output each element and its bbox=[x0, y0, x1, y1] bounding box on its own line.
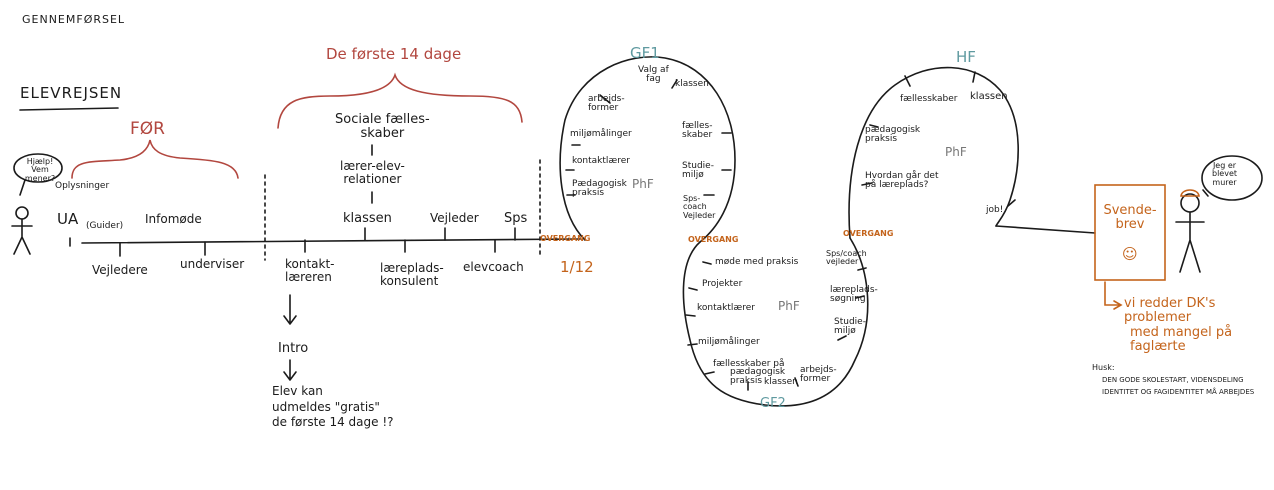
label-klassen: klassen bbox=[343, 211, 392, 226]
label-oplysning: Oplysninger bbox=[55, 181, 110, 191]
gf2-spscoach: Sps/coach vejleder bbox=[826, 249, 867, 267]
speech-bubble bbox=[13, 153, 63, 183]
hf-faellesskaber: fællesskaber bbox=[900, 94, 958, 104]
label-kontaktlaerer: kontakt- læreren bbox=[285, 257, 335, 284]
timeline-axis bbox=[81, 238, 581, 244]
gf2-faellesskaber: fællesskaber på bbox=[713, 359, 785, 369]
phase-first14: De første 14 dage bbox=[326, 45, 462, 63]
gf1-spscoach: Sps- coach Vejleder bbox=[683, 194, 716, 220]
svendebrev-card bbox=[1094, 184, 1166, 281]
arrow-orange bbox=[1104, 281, 1123, 310]
hf-loop bbox=[848, 66, 1019, 239]
hf-phf: PhF bbox=[945, 145, 967, 159]
phase-hf: HF bbox=[956, 48, 976, 66]
worker-speech: Jeg er blevet murer bbox=[1212, 161, 1238, 187]
gf2-arbejdsformer: arbejds- former bbox=[800, 365, 837, 385]
brace-for bbox=[71, 139, 239, 179]
gf1-paedagogisk: Pædagogisk praksis bbox=[572, 179, 627, 199]
svendebrev-text: Svende- brev bbox=[1103, 203, 1157, 232]
gf1-klassen: klassen bbox=[675, 79, 709, 89]
connector-line bbox=[995, 225, 1096, 234]
overgang-label: OVERGANG bbox=[540, 234, 591, 243]
label-laerepladskonsulent: læreplads- konsulent bbox=[380, 261, 444, 288]
phase-gf2: GF2 bbox=[760, 396, 786, 411]
overgang-label: OVERGANG bbox=[843, 229, 894, 238]
phase-gf1: GF1 bbox=[630, 44, 660, 62]
label-guider: (Guider) bbox=[86, 221, 124, 231]
gf2-phf: PhF bbox=[778, 299, 800, 313]
note-label: Husk: bbox=[1092, 363, 1115, 372]
gf2-milomaalinger: miljømålinger bbox=[698, 337, 760, 347]
title-underline bbox=[19, 107, 119, 111]
student-figure bbox=[11, 206, 33, 255]
label-ua: UA bbox=[57, 210, 79, 228]
label-sps: Sps bbox=[504, 211, 528, 226]
gf1-studiemiljo: Studie- miljø bbox=[682, 161, 714, 181]
gf1-faellesskaber: fælles- skaber bbox=[682, 121, 713, 141]
label-vejledere: Vejledere bbox=[92, 263, 148, 277]
hf-job: job! bbox=[986, 205, 1004, 215]
speech-bubble bbox=[1201, 155, 1263, 201]
gf2-laerepladssogning: læreplads- søgning bbox=[830, 285, 878, 305]
student-speech: Hjælp! Vem mener? bbox=[24, 157, 56, 183]
note-line1: DEN GODE SKOLESTART, VIDENSDELING bbox=[1102, 376, 1244, 384]
arrow-down bbox=[283, 359, 297, 381]
label-underviser: underviser bbox=[180, 257, 245, 271]
label-elevcoach: elevcoach bbox=[463, 260, 524, 274]
intro-note: Elev kan udmeldes "gratis" de første 14 … bbox=[272, 384, 394, 430]
gf2-kontaktlaerer: kontaktlærer bbox=[697, 303, 755, 313]
gf2-klassen: klassen bbox=[764, 377, 798, 387]
gf2-studiemiljo: Studie- miljø bbox=[834, 317, 866, 337]
gf1-arbejdsformer: arbejds- former bbox=[588, 94, 625, 114]
gf2-paedagogisk: pædagogisk praksis bbox=[730, 367, 786, 387]
brace-first14 bbox=[277, 72, 523, 129]
label-laerer-elev: lærer-elev- relationer bbox=[340, 159, 405, 186]
label-vejleder: Vejleder bbox=[430, 211, 479, 225]
date-label: 1/12 bbox=[560, 258, 594, 276]
gf1-milomaalinger: miljømålinger bbox=[570, 129, 632, 139]
phase-for: FØR bbox=[130, 119, 165, 139]
gf2-loop bbox=[682, 237, 869, 407]
gf1-valg: Valg af fag bbox=[638, 65, 669, 85]
worker-figure bbox=[1175, 193, 1205, 273]
label-infomode: Infomøde bbox=[145, 212, 202, 226]
conclusion-line1: vi redder DK's problemer bbox=[1124, 296, 1216, 325]
page-title: GENNEMFØRSEL bbox=[22, 13, 126, 26]
gf2-mode: møde med praksis bbox=[715, 257, 799, 267]
overgang-label: OVERGANG bbox=[688, 235, 739, 244]
conclusion-line2: med mangel på faglærte bbox=[1130, 325, 1233, 354]
gf1-loop bbox=[559, 56, 736, 243]
gf1-kontaktlaerer: kontaktlærer bbox=[572, 156, 630, 166]
hf-paedagogisk: pædagogisk praksis bbox=[865, 125, 921, 145]
section-title: ELEVREJSEN bbox=[20, 84, 123, 102]
hf-hvordan: Hvordan går det på læreplads? bbox=[865, 171, 939, 191]
gf2-projekter: Projekter bbox=[702, 279, 743, 289]
label-social: Sociale fælles- skaber bbox=[335, 112, 430, 141]
label-intro: Intro bbox=[278, 341, 309, 356]
note-line2: IDENTITET OG FAGIDENTITET MÅ ARBEJDES bbox=[1102, 388, 1255, 396]
smiley-icon: ☺ bbox=[1122, 245, 1138, 263]
arrow-down bbox=[283, 294, 297, 325]
gf1-phf: PhF bbox=[632, 177, 654, 191]
hard-hat bbox=[1180, 189, 1200, 197]
hf-klassen: klassen bbox=[970, 91, 1008, 102]
